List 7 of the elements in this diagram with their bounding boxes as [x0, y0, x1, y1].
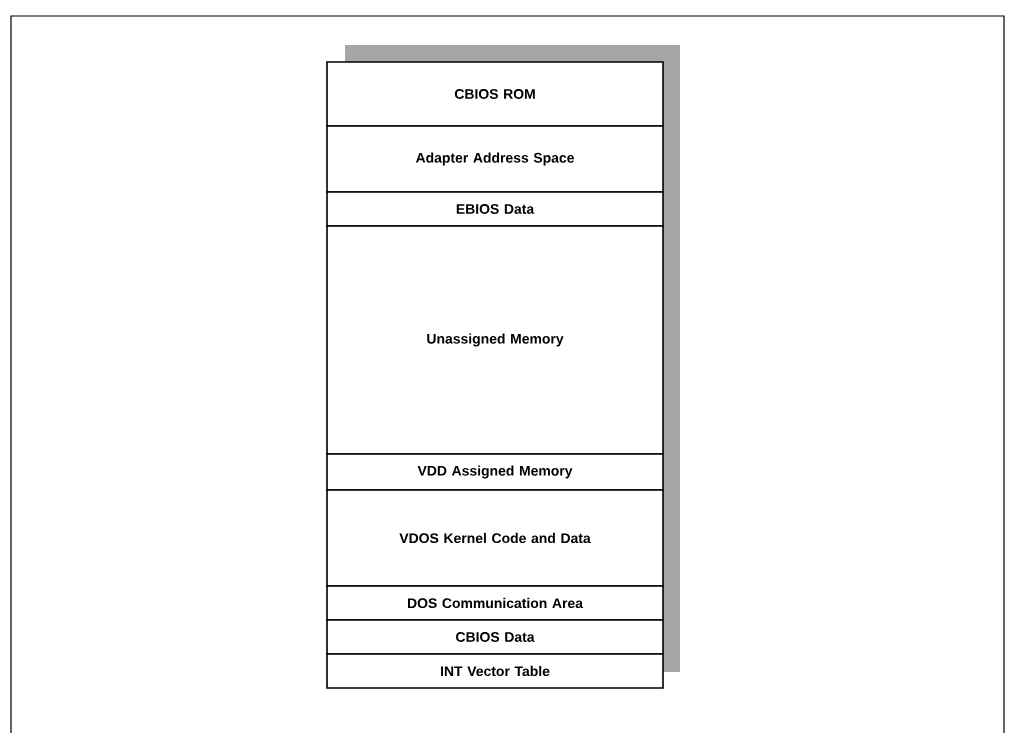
memory-band: CBIOS Data: [326, 619, 664, 655]
memory-band: EBIOS Data: [326, 191, 664, 227]
memory-band: CBIOS ROM: [326, 61, 664, 127]
memory-band: Adapter Address Space: [326, 125, 664, 193]
memory-band: DOS Communication Area: [326, 585, 664, 621]
memory-band: INT Vector Table: [326, 653, 664, 689]
memory-band: VDD Assigned Memory: [326, 453, 664, 491]
